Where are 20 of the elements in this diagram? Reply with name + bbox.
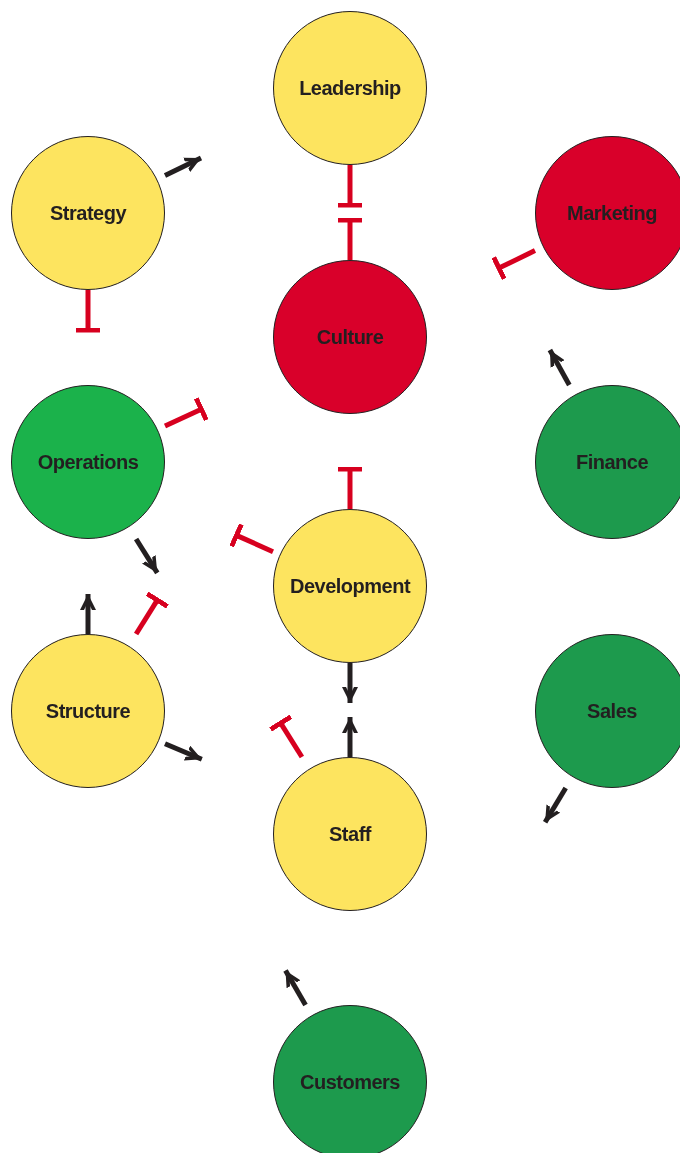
node-label: Leadership bbox=[299, 76, 401, 100]
t-bar-line bbox=[338, 165, 362, 208]
node-label: Operations bbox=[37, 450, 139, 474]
t-bar-line bbox=[491, 248, 537, 280]
node-label: Development bbox=[289, 574, 411, 598]
node-label: Staff bbox=[329, 822, 371, 846]
node-label: Culture bbox=[316, 325, 384, 349]
t-bar-line bbox=[229, 523, 274, 554]
node-label: Sales bbox=[587, 699, 637, 723]
node-label: Finance bbox=[575, 450, 649, 474]
node-label: Customers bbox=[300, 1070, 400, 1094]
t-bar-line bbox=[133, 591, 169, 636]
t-bar-line bbox=[338, 466, 362, 509]
t-bar-line bbox=[163, 397, 209, 429]
node-label: Strategy bbox=[50, 201, 126, 225]
node-label: Structure bbox=[45, 699, 131, 723]
t-bar-line bbox=[338, 217, 362, 260]
t-bar-line bbox=[269, 714, 305, 759]
t-bar-line bbox=[76, 290, 100, 333]
node-label: Marketing bbox=[567, 201, 657, 225]
